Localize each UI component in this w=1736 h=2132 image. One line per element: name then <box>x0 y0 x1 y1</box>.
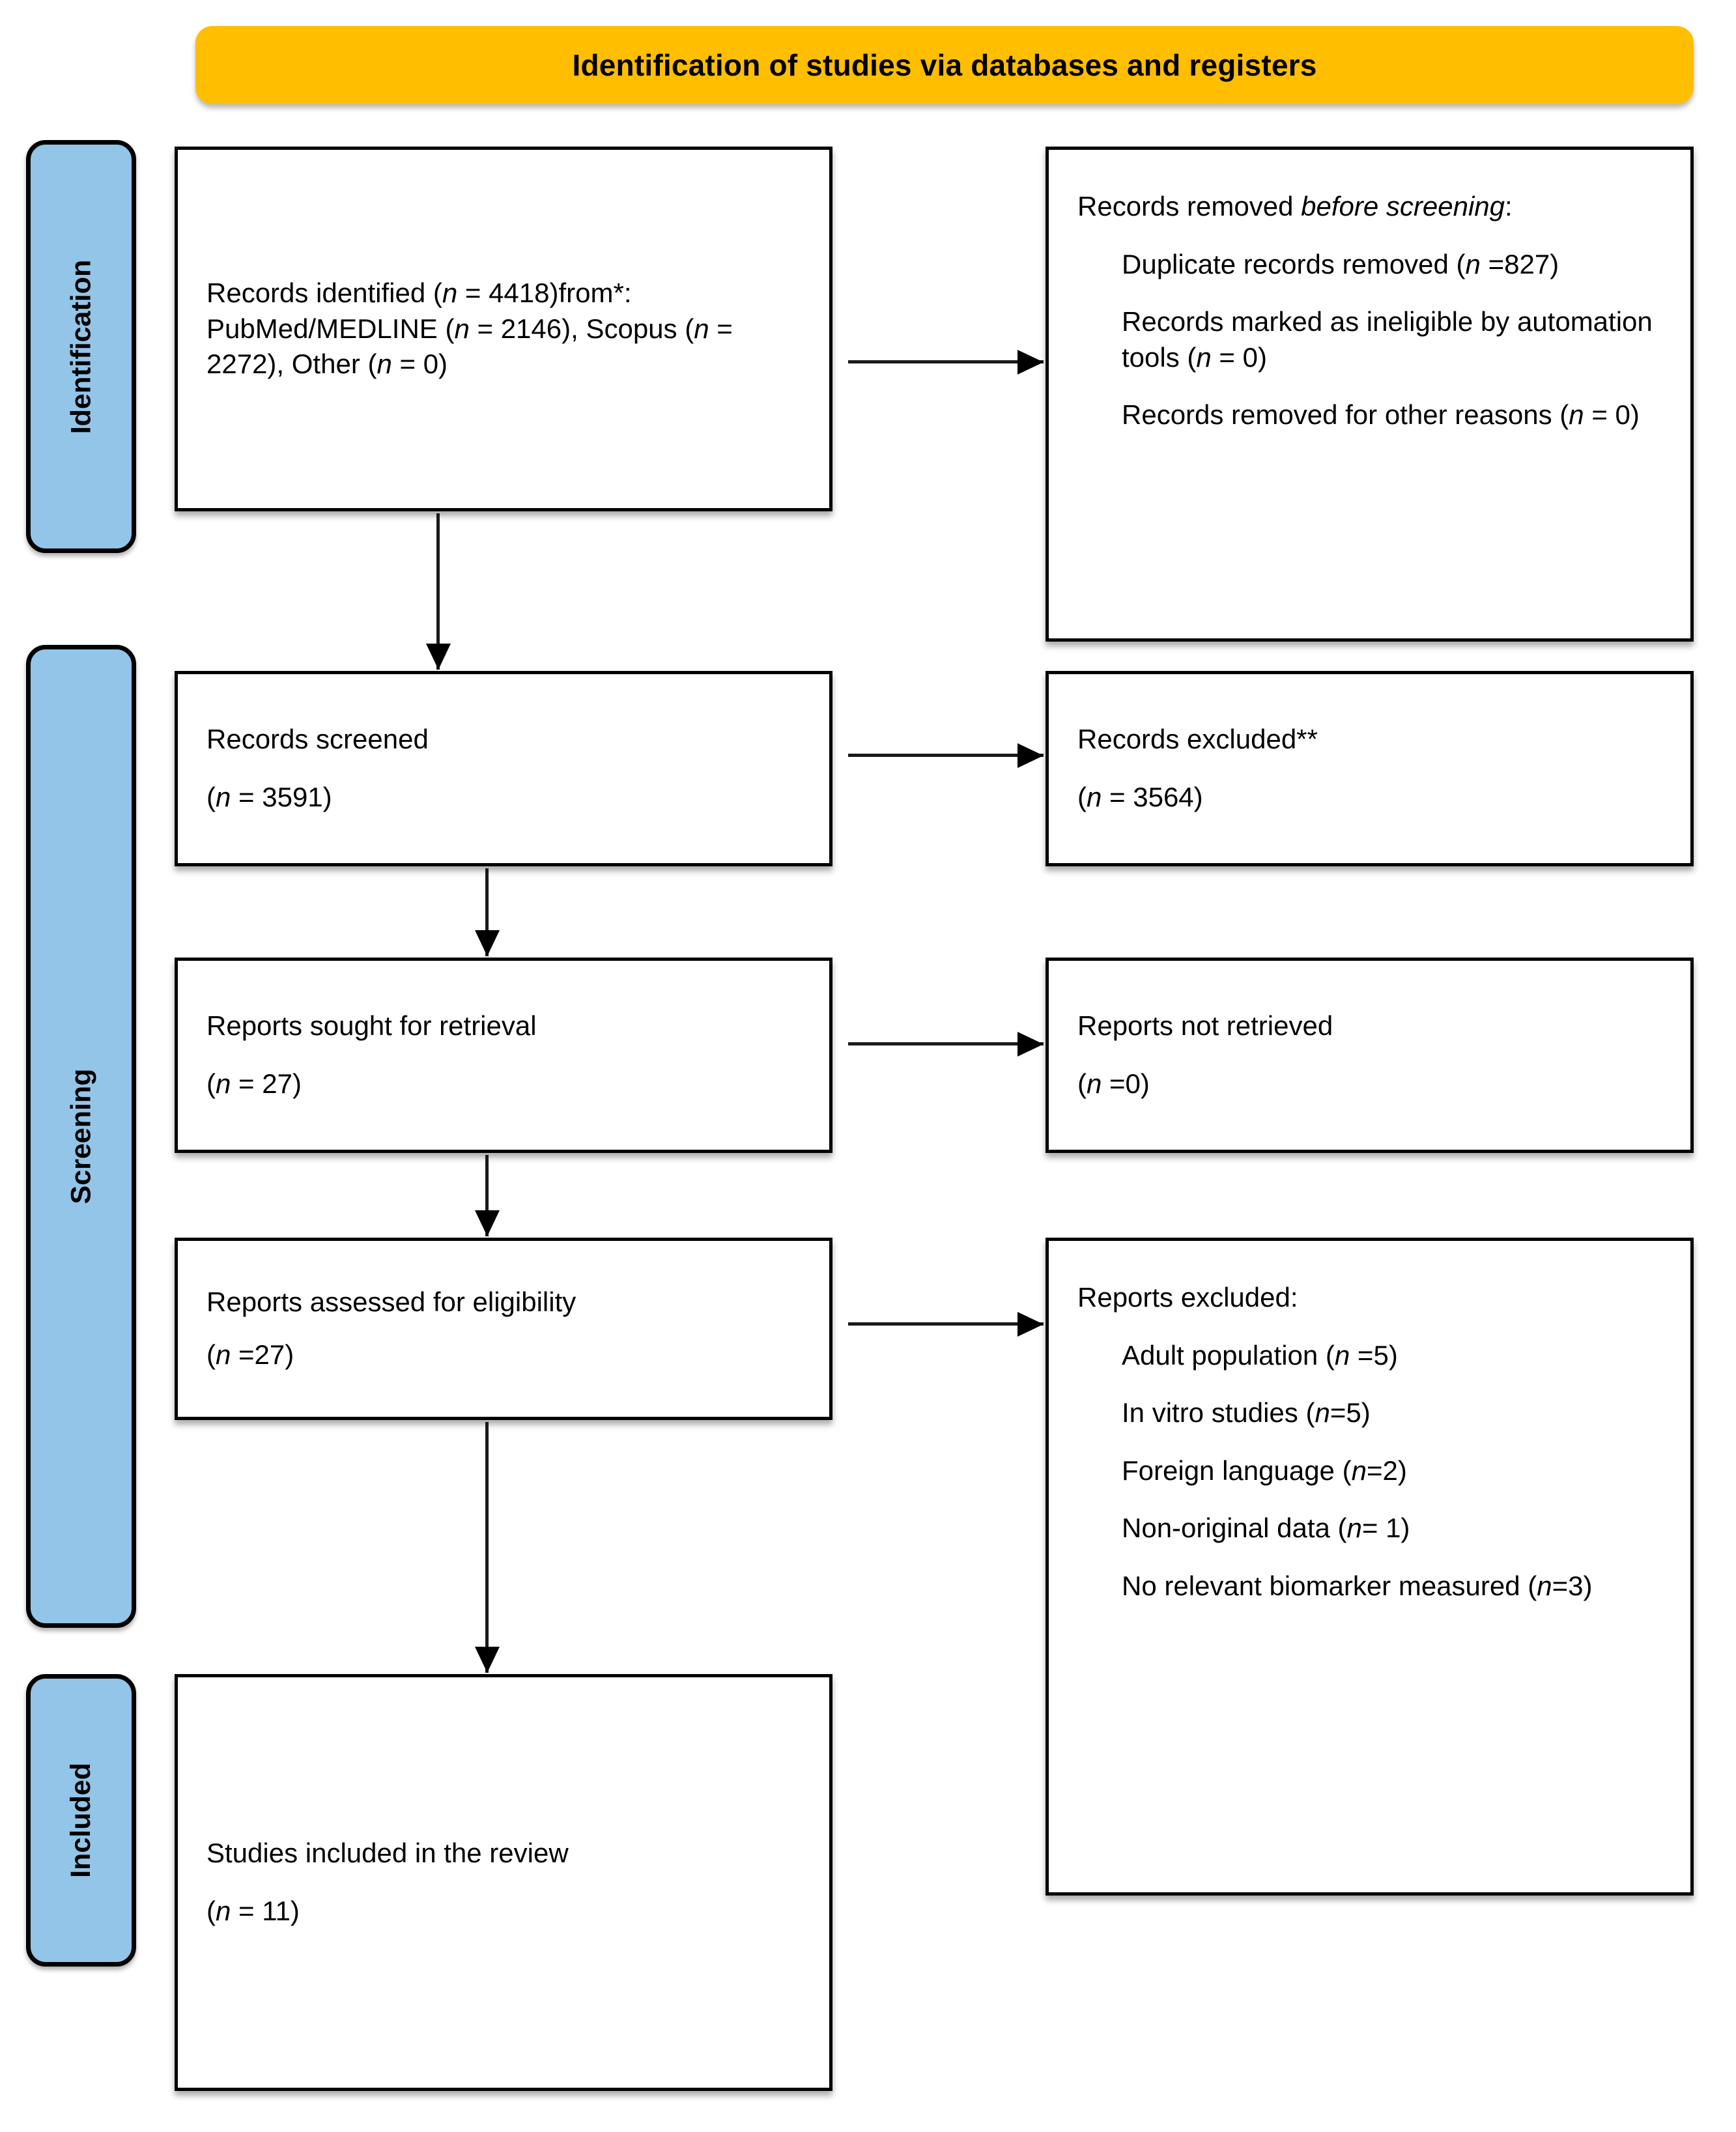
arrow-identified-to-screened <box>426 513 451 670</box>
box-reports-excluded: Reports excluded: Adult population (n =5… <box>1046 1238 1694 1896</box>
records-identified-text: Records identified (n = 4418)from*: PubM… <box>206 277 733 380</box>
records-excluded-count: (n = 3564) <box>1077 782 1203 812</box>
reports-sought-count: (n = 27) <box>206 1068 302 1099</box>
stage-label-included: Included <box>65 1763 97 1878</box>
stage-tab-identification: Identification <box>26 140 136 553</box>
duplicate-records-removed: Duplicate records removed (n =827) <box>1122 248 1559 279</box>
reports-assessed-count: (n =27) <box>206 1339 294 1370</box>
arrow-identified-to-removed-before-screening <box>848 350 1044 375</box>
records-removed-other-reasons: Records removed for other reasons (n = 0… <box>1122 399 1640 431</box>
records-ineligible-automation: Records marked as ineligible by automati… <box>1122 306 1653 373</box>
arrow-assessed-to-reports-excluded <box>848 1312 1044 1337</box>
box-reports-not-retrieved: Reports not retrieved (n =0) <box>1046 958 1694 1153</box>
records-screened-title: Records screened <box>206 724 429 755</box>
reason-foreign-language: Foreign language (n=2) <box>1122 1455 1407 1486</box>
reports-assessed-title: Reports assessed for eligibility <box>206 1286 576 1318</box>
reports-not-retrieved-count: (n =0) <box>1077 1068 1150 1099</box>
studies-included-count: (n = 11) <box>206 1896 300 1926</box>
header-title: Identification of studies via databases … <box>572 48 1317 82</box>
box-records-excluded: Records excluded** (n = 3564) <box>1046 671 1694 866</box>
box-studies-included: Studies included in the review (n = 11) <box>175 1674 832 2091</box>
box-records-screened: Records screened (n = 3591) <box>175 671 832 866</box>
stage-label-identification: Identification <box>65 259 96 434</box>
box-records-removed-before-screening: Records removed before screening: Duplic… <box>1046 147 1694 642</box>
reason-adult-population: Adult population (n =5) <box>1122 1339 1398 1371</box>
records-excluded-title: Records excluded** <box>1077 724 1318 755</box>
arrow-sought-to-not-retrieved <box>848 1032 1044 1057</box>
box-records-identified: Records identified (n = 4418)from*: PubM… <box>175 147 832 511</box>
records-screened-count: (n = 3591) <box>206 782 332 812</box>
stage-label-screening: Screening <box>65 1068 96 1204</box>
box-reports-sought: Reports sought for retrieval (n = 27) <box>175 958 832 1153</box>
arrow-screened-to-records-excluded <box>848 743 1044 768</box>
stage-tab-included: Included <box>26 1674 136 1967</box>
header-banner: Identification of studies via databases … <box>195 26 1694 104</box>
reason-non-original-data: Non-original data (n= 1) <box>1122 1513 1410 1544</box>
removed-before-heading: Records removed before screening: <box>1077 191 1513 221</box>
reports-excluded-heading: Reports excluded: <box>1077 1282 1298 1313</box>
reason-in-vitro-studies: In vitro studies (n=5) <box>1122 1397 1371 1428</box>
reports-not-retrieved-title: Reports not retrieved <box>1077 1010 1333 1042</box>
arrow-screened-to-sought <box>475 868 500 956</box>
arrow-assessed-to-included <box>475 1422 500 1673</box>
arrow-sought-to-assessed <box>475 1155 500 1236</box>
box-reports-assessed: Reports assessed for eligibility (n =27) <box>175 1238 832 1420</box>
studies-included-title: Studies included in the review <box>206 1838 569 1869</box>
reason-no-relevant-biomarker: No relevant biomarker measured (n=3) <box>1122 1570 1593 1601</box>
reports-sought-title: Reports sought for retrieval <box>206 1010 537 1042</box>
stage-tab-screening: Screening <box>26 645 136 1628</box>
